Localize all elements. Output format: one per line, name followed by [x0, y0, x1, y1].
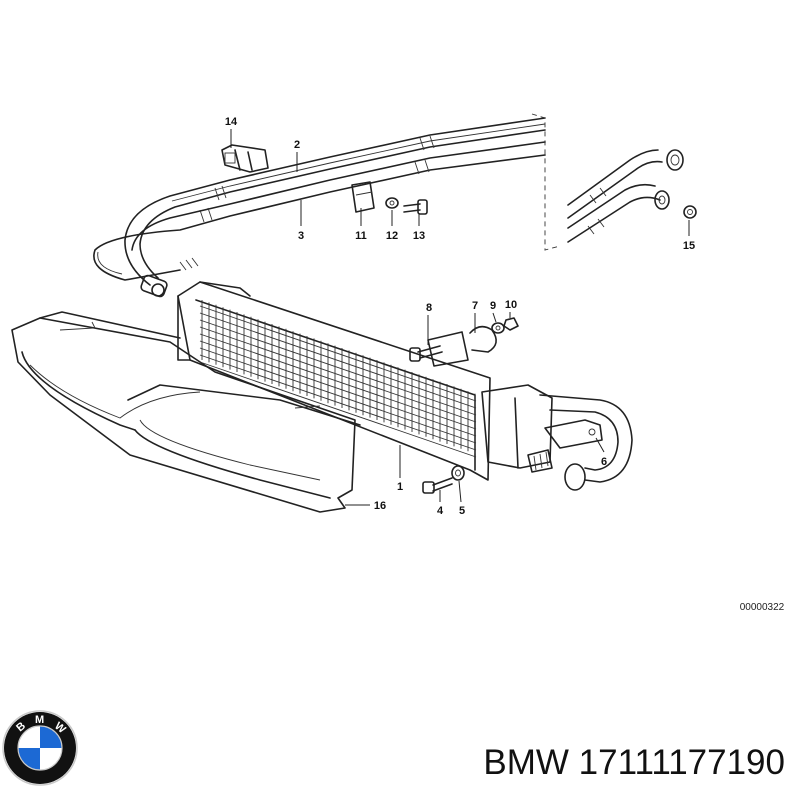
diagram-reference-number: 00000322: [740, 602, 785, 613]
part-number: BMW 17111177190: [483, 743, 785, 782]
bmw-logo: B M W: [2, 710, 78, 786]
callout-5: 5: [459, 505, 465, 517]
washer-12: [385, 197, 399, 209]
callout-14: 14: [225, 116, 238, 128]
radiator-fin-row: [199, 361, 477, 458]
callout-11: 11: [355, 230, 367, 242]
engine-side-pipes: [567, 149, 684, 243]
radiator-fin-row: [199, 354, 477, 451]
hose-clamp-11: [351, 181, 375, 213]
callout-12: 12: [386, 230, 398, 242]
radiator-return-hose: [527, 394, 633, 491]
oil-cooler-hose-upper: [124, 117, 546, 286]
oil-cooler-hose-lower: [93, 141, 546, 281]
radiator-fin-row: [199, 305, 477, 402]
nut-10: [503, 317, 519, 331]
bracket-6: [544, 419, 603, 449]
oil-cooler-radiator-1: [177, 281, 553, 481]
callout-6: 6: [601, 456, 607, 468]
radiator-fin-row: [199, 319, 477, 416]
hose-fitting-left: [140, 257, 199, 298]
callout-16: 16: [374, 500, 386, 512]
radiator-fin-row: [199, 326, 477, 423]
callout-4: 4: [437, 505, 444, 517]
radiator-fin-row: [199, 333, 477, 430]
radiator-fin-row: [199, 312, 477, 409]
callout-3: 3: [298, 230, 304, 242]
washer-9: [491, 322, 505, 334]
radiator-fin-row: [199, 340, 477, 437]
callout-labels: 14 2 3 11 12 13 15 8 7 9 10 1 4 5 6 16: [225, 116, 695, 517]
radiator-fin-row: [199, 347, 477, 444]
callout-9: 9: [490, 300, 496, 312]
svg-text:M: M: [35, 714, 44, 726]
callout-2: 2: [294, 139, 300, 151]
callout-8: 8: [426, 302, 432, 314]
bolt-13: [403, 199, 428, 215]
washer-5: [451, 465, 465, 481]
bolt-4: [422, 477, 453, 494]
callout-15: 15: [683, 240, 695, 252]
mounting-bracket-14: [221, 144, 269, 173]
callout-7: 7: [472, 300, 478, 312]
callout-10: 10: [505, 299, 517, 311]
callout-13: 13: [413, 230, 425, 242]
washer-15: [683, 205, 697, 219]
callout-1: 1: [397, 481, 403, 493]
bolt-8: [409, 345, 443, 362]
break-line: [531, 113, 561, 251]
leader-lines: [230, 129, 690, 506]
